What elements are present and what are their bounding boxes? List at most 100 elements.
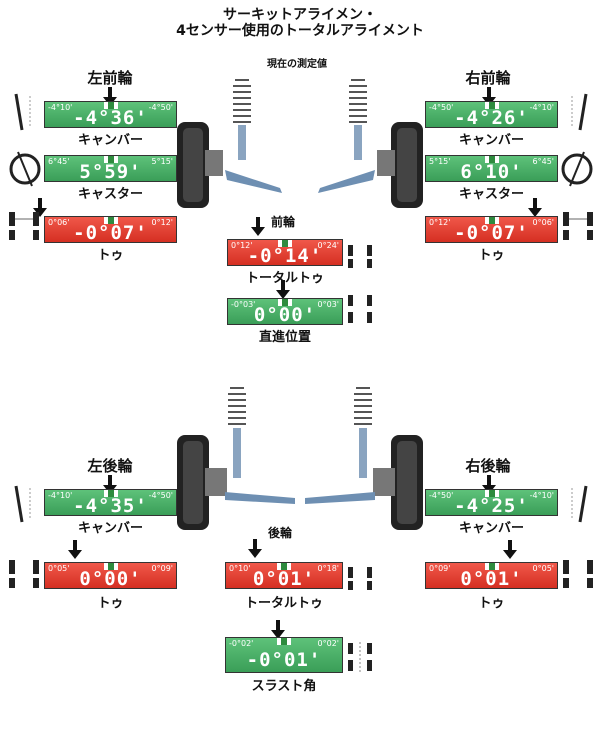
front-right-toe-gauge: 0°12' 0°06' -0°07' — [425, 216, 558, 243]
gauge-min: -4°50' — [429, 491, 454, 500]
gauge-min: 0°10' — [229, 564, 251, 573]
front-section-label: 前輪 — [271, 215, 296, 229]
gauge-max: -4°50' — [148, 491, 173, 500]
front-straight-arrow — [276, 280, 290, 299]
rear-left-camber-gauge: -4°10' -4°50' -4°35' — [44, 489, 177, 516]
rear-thrust-gauge: -0°02' 0°02' -0°01' — [225, 637, 343, 673]
rear-right-camber-gauge: -4°50' -4°10' -4°25' — [425, 489, 558, 516]
front-left-caster-gauge: 6°45' 5°15' 5°59' — [44, 155, 177, 182]
rear-total-toe-gauge: 0°10' 0°18' 0°01' — [225, 562, 343, 589]
front-total-toe-gauge: 0°12' 0°24' -0°14' — [227, 239, 343, 266]
center-notch — [277, 563, 291, 570]
center-notch — [484, 490, 499, 497]
gauge-value: -4°25' — [454, 495, 529, 516]
rear-right-toe-gauge: 0°09' 0°05' 0°01' — [425, 562, 558, 589]
caster-wheel-icon — [9, 151, 41, 187]
caster-wheel-icon — [561, 151, 593, 187]
front-left-toe-label: トゥ — [97, 248, 124, 263]
gauge-value: 6°10' — [460, 161, 523, 182]
front-left-caster-label: キャスター — [77, 187, 143, 202]
thrust-angle-icon — [348, 642, 372, 672]
title-line1: サーキットアライメン・ — [223, 7, 377, 23]
front-left-camber-gauge: -4°10' -4°50' -4°36' — [44, 101, 177, 128]
gauge-value: 0°00' — [253, 304, 317, 325]
rear-right-heading: 右後輪 — [465, 457, 511, 475]
center-notch — [103, 563, 118, 570]
gauge-min: 5°15' — [429, 157, 451, 166]
gauge-max: -4°50' — [148, 103, 173, 112]
gauge-min: 0°09' — [429, 564, 451, 573]
gauge-max: 0°18' — [317, 564, 339, 573]
front-left-toe-gauge: 0°06' 0°12' -0°07' — [44, 216, 177, 243]
rear-right-toe-arrow — [503, 540, 517, 559]
gauge-value: 0°01' — [460, 568, 523, 589]
front-left-heading: 左前輪 — [87, 69, 133, 87]
center-notch — [484, 217, 499, 224]
front-left-camber-label: キャンバー — [77, 133, 143, 148]
gauge-min: 0°05' — [48, 564, 70, 573]
gauge-value: -0°01' — [246, 649, 322, 671]
front-right-caster-label: キャスター — [458, 187, 524, 202]
gauge-max: 0°12' — [151, 218, 173, 227]
steering-wheel-icon — [348, 295, 372, 323]
current-measurement-label: 現在の測定値 — [267, 59, 327, 70]
center-notch — [277, 638, 291, 645]
gauge-min: 0°12' — [231, 241, 253, 250]
gauge-max: 0°05' — [532, 564, 554, 573]
front-right-toe-label: トゥ — [478, 248, 505, 263]
center-notch — [484, 563, 499, 570]
rear-suspension-illustration — [177, 387, 423, 530]
rear-total-toe-label: トータルトゥ — [244, 596, 323, 611]
gauge-min: 6°45' — [48, 157, 70, 166]
rear-thrust-label: スラスト角 — [251, 679, 317, 694]
gauge-max: 0°02' — [317, 639, 339, 648]
gauge-max: 5°15' — [151, 157, 173, 166]
gauge-max: 6°45' — [532, 157, 554, 166]
center-notch — [103, 217, 118, 224]
gauge-value: -4°35' — [73, 495, 148, 516]
front-left-toe-arrow — [33, 198, 47, 217]
gauge-value: -0°14' — [247, 245, 323, 266]
rear-left-toe-gauge: 0°05' 0°09' 0°00' — [44, 562, 177, 589]
rear-left-toe-arrow — [68, 540, 82, 559]
toe-wheel-icon — [563, 560, 593, 588]
center-notch — [103, 156, 118, 163]
title-line2: 4センサー使用のトータルアライメント — [176, 23, 424, 39]
gauge-min: 0°12' — [429, 218, 451, 227]
front-suspension-illustration — [177, 79, 423, 208]
gauge-value: 0°00' — [79, 568, 142, 589]
gauge-max: 0°06' — [532, 218, 554, 227]
center-notch — [484, 102, 499, 109]
rear-left-camber-label: キャンバー — [77, 521, 143, 536]
center-notch — [278, 299, 292, 306]
camber-wheel-icon — [571, 93, 588, 131]
toe-wheel-icon — [9, 212, 39, 240]
toe-wheel-icon — [348, 567, 372, 590]
gauge-value: -0°07' — [454, 222, 529, 243]
center-notch — [103, 102, 118, 109]
center-notch — [103, 490, 118, 497]
rear-thrust-arrow — [271, 620, 285, 639]
toe-wheel-icon — [9, 560, 39, 588]
gauge-max: 0°24' — [317, 241, 339, 250]
rear-total-toe-arrow — [248, 539, 262, 558]
front-right-toe-arrow — [528, 198, 542, 217]
rear-left-toe-label: トゥ — [97, 596, 124, 611]
gauge-max: -4°10' — [529, 491, 554, 500]
camber-wheel-icon — [14, 485, 31, 523]
front-straight-label: 直進位置 — [258, 330, 311, 345]
gauge-value: -0°07' — [73, 222, 148, 243]
gauge-value: -4°36' — [73, 107, 148, 128]
front-straight-gauge: -0°03' 0°03' 0°00' — [227, 298, 343, 325]
rear-right-camber-label: キャンバー — [458, 521, 524, 536]
front-right-camber-label: キャンバー — [458, 133, 524, 148]
gauge-value: 5°59' — [79, 161, 142, 182]
gauge-min: -4°10' — [48, 491, 73, 500]
camber-wheel-icon — [14, 93, 31, 131]
gauge-value: -4°26' — [454, 107, 529, 128]
rear-section-label: 後輪 — [268, 526, 293, 540]
gauge-min: -4°50' — [429, 103, 454, 112]
center-notch — [278, 240, 292, 247]
camber-wheel-icon — [571, 485, 588, 523]
front-right-camber-gauge: -4°50' -4°10' -4°26' — [425, 101, 558, 128]
